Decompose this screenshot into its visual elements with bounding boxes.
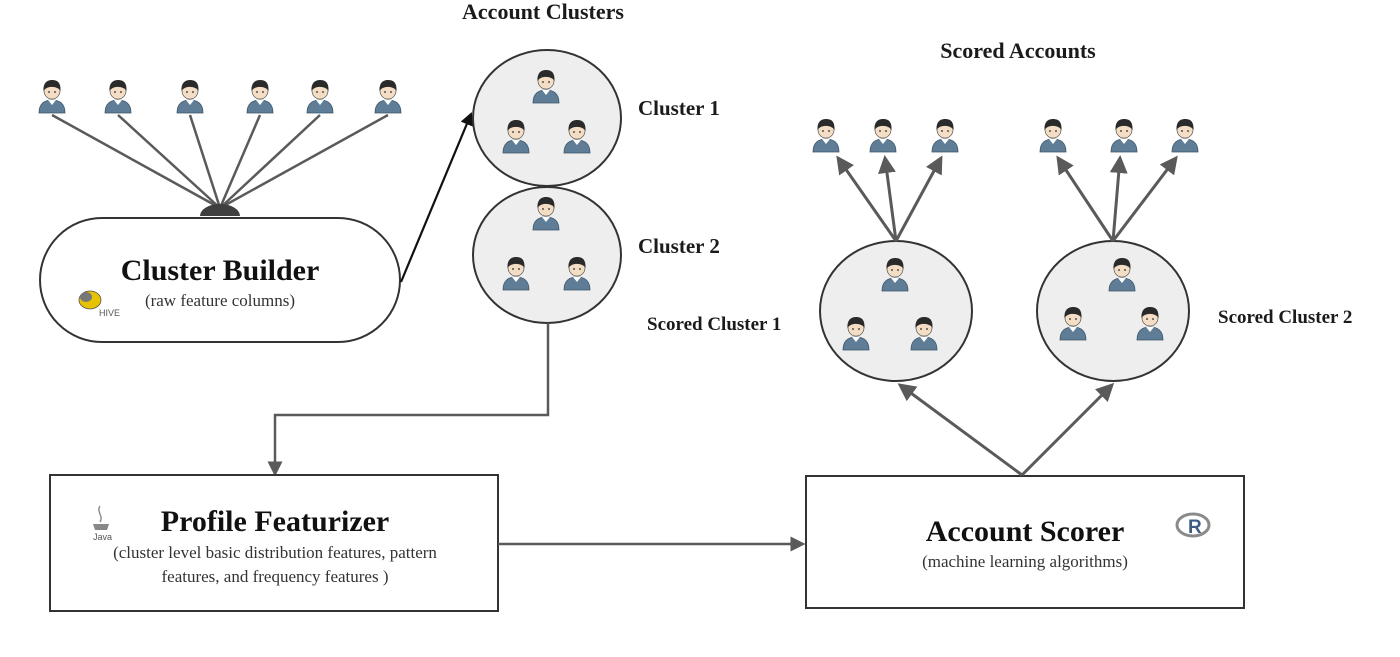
java-logo-icon: Java — [93, 505, 112, 542]
scorer-to-scored-arrows — [897, 382, 1115, 477]
account-scorer-subtitle: (machine learning algorithms) — [922, 552, 1128, 571]
scored-cluster-1 — [819, 240, 973, 382]
profile-featurizer-subtitle-line1: (cluster level basic distribution featur… — [113, 543, 437, 562]
hive-logo-text: HIVE — [99, 308, 120, 318]
user-icon — [306, 79, 334, 114]
cluster-builder-title: Cluster Builder — [121, 254, 320, 287]
user-icon — [104, 79, 132, 114]
fan-in-hub — [200, 204, 240, 216]
r-logo-text: R — [1188, 517, 1202, 538]
user-icon — [374, 79, 402, 114]
profile-featurizer-title: Profile Featurizer — [161, 505, 390, 538]
cluster-builder-node: Cluster Builder (raw feature columns) HI… — [39, 217, 401, 343]
profile-featurizer-node: Profile Featurizer (cluster level basic … — [49, 474, 499, 612]
r-logo-icon: R — [1175, 512, 1211, 538]
user-icon — [1039, 118, 1067, 153]
raw-accounts — [38, 79, 402, 114]
cluster-1-label: Cluster 1 — [638, 96, 720, 120]
user-icon — [931, 118, 959, 153]
account-scorer-title: Account Scorer — [926, 515, 1125, 548]
user-icon — [176, 79, 204, 114]
scored-accounts-heading: Scored Accounts — [940, 38, 1096, 63]
user-icon — [812, 118, 840, 153]
user-icon — [246, 79, 274, 114]
raw-account-links — [51, 113, 389, 210]
hive-logo-icon: HIVE — [78, 290, 120, 318]
scored-cluster-1-label: Scored Cluster 1 — [647, 314, 781, 335]
user-icon — [1171, 118, 1199, 153]
scored-cluster-2-label: Scored Cluster 2 — [1218, 307, 1352, 328]
profile-featurizer-subtitle-line2: features, and frequency features ) — [161, 567, 388, 586]
cluster-1 — [472, 49, 622, 187]
java-logo-text: Java — [93, 532, 112, 542]
cluster-builder-subtitle: (raw feature columns) — [145, 291, 295, 310]
user-icon — [38, 79, 66, 114]
clusters-to-featurizer-arrow — [267, 323, 550, 477]
cluster-2-label: Cluster 2 — [638, 234, 720, 258]
user-icon — [869, 118, 897, 153]
cluster-2 — [472, 186, 622, 324]
account-clusters-heading: Account Clusters — [462, 0, 624, 24]
user-icon — [1110, 118, 1138, 153]
scored-cluster-2 — [1036, 240, 1190, 382]
account-scorer-node: Account Scorer (machine learning algorit… — [805, 475, 1245, 609]
scored-account-arrows — [836, 155, 1178, 242]
scored-accounts — [812, 118, 1199, 153]
builder-to-clusters-arrow — [399, 111, 473, 283]
